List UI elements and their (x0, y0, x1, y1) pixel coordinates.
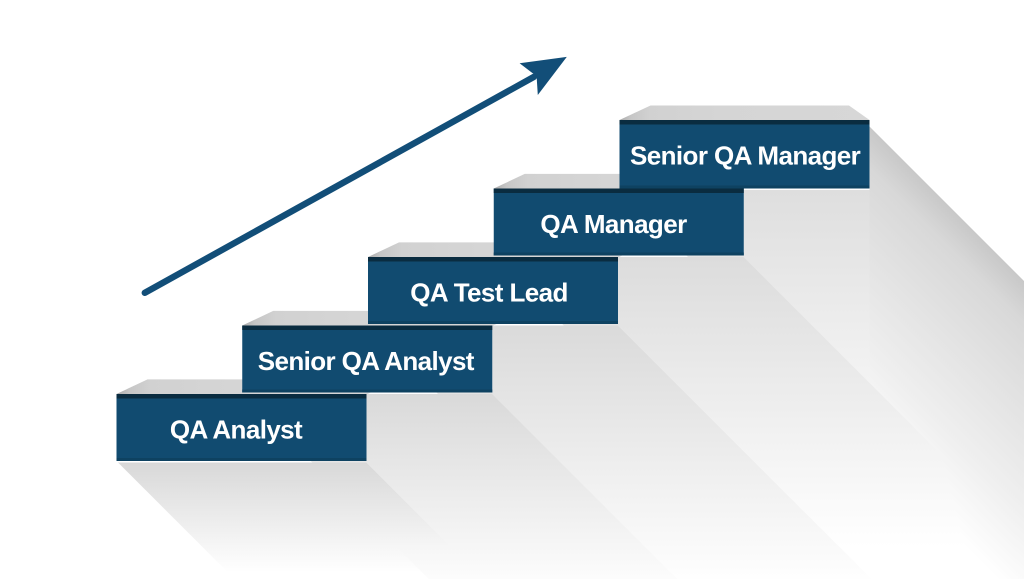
svg-text:QA Manager: QA Manager (540, 209, 687, 239)
svg-text:QA Analyst: QA Analyst (170, 414, 303, 444)
svg-text:Senior QA Manager: Senior QA Manager (630, 140, 861, 170)
svg-text:Senior QA Analyst: Senior QA Analyst (258, 346, 475, 376)
svg-text:QA Test Lead: QA Test Lead (410, 277, 568, 307)
